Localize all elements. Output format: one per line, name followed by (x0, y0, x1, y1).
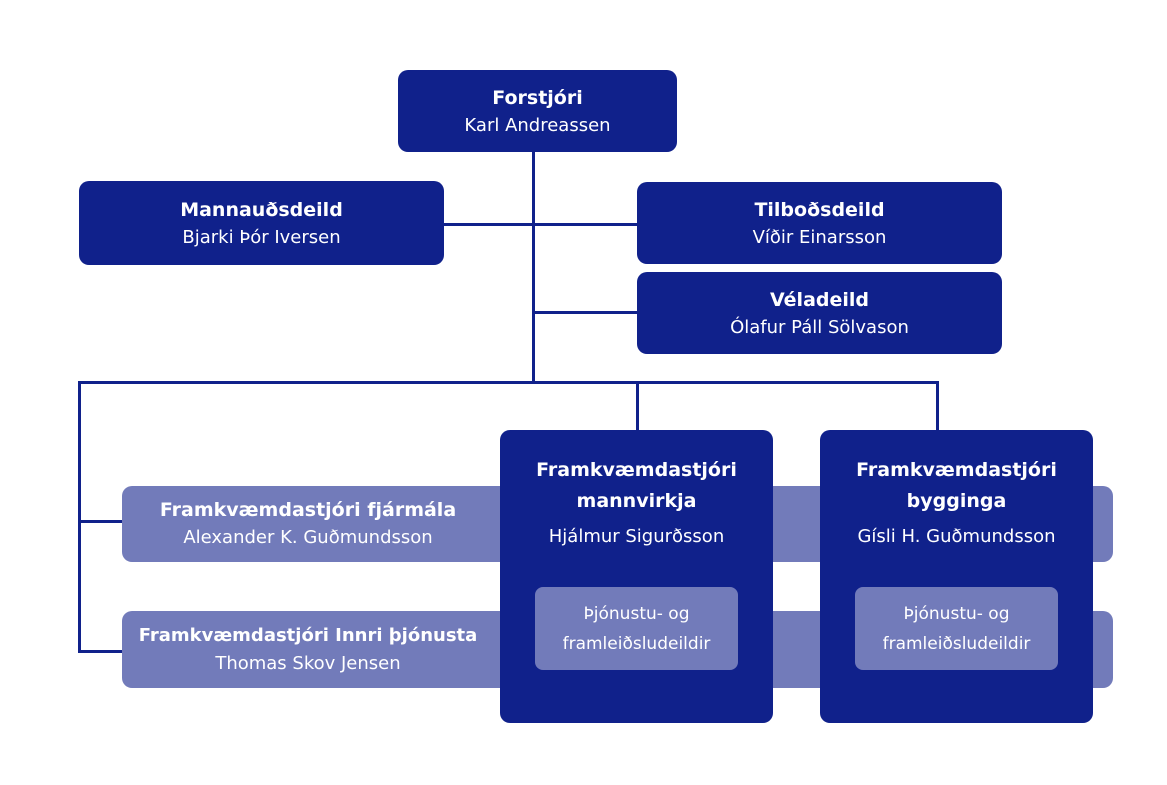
connector-finance (78, 520, 123, 523)
hr-box: Mannauðsdeild Bjarki Þór Iversen (79, 181, 444, 265)
finance-name: Alexander K. Guðmundsson (183, 527, 433, 548)
bids-name: Víðir Einarsson (752, 226, 887, 248)
buildings-title-1: Framkvæmdastjóri (856, 459, 1057, 481)
structures-unit-2: framleiðsludeildir (562, 633, 711, 654)
finance-text: Framkvæmdastjóri fjármála Alexander K. G… (122, 496, 494, 551)
machinery-name: Ólafur Páll Sölvason (730, 316, 909, 338)
internal-title: Framkvæmdastjóri Innri þjónusta (138, 625, 478, 646)
buildings-units-box: Þjónustu- og framleiðsludeildir (855, 587, 1058, 670)
structures-unit-1: Þjónustu- og (583, 603, 690, 624)
connector-buildings (936, 381, 939, 431)
ceo-box: Forstjóri Karl Andreassen (398, 70, 677, 152)
structures-title-2: mannvirkja (576, 490, 697, 512)
connector-internal (78, 650, 123, 653)
connector-hr (444, 223, 534, 226)
buildings-box: Framkvæmdastjóri bygginga Gísli H. Guðmu… (820, 430, 1093, 723)
machinery-title: Véladeild (770, 288, 869, 311)
bids-box: Tilboðsdeild Víðir Einarsson (637, 182, 1002, 264)
finance-title: Framkvæmdastjóri fjármála (159, 499, 457, 521)
internal-name: Thomas Skov Jensen (215, 653, 401, 674)
internal-text: Framkvæmdastjóri Innri þjónusta Thomas S… (122, 622, 494, 677)
buildings-title-2: bygginga (906, 490, 1007, 512)
buildings-name: Gísli H. Guðmundsson (857, 526, 1056, 547)
structures-title-1: Framkvæmdastjóri (536, 459, 737, 481)
hr-title: Mannauðsdeild (180, 198, 343, 221)
buildings-unit-1: Þjónustu- og (903, 603, 1010, 624)
structures-name: Hjálmur Sigurðsson (548, 526, 725, 547)
connector-structures (636, 381, 639, 431)
connector-ceo-vertical (532, 152, 535, 384)
ceo-title: Forstjóri (492, 86, 583, 109)
ceo-name: Karl Andreassen (464, 114, 611, 136)
connector-left-vertical (78, 381, 81, 653)
machinery-box: Véladeild Ólafur Páll Sölvason (637, 272, 1002, 354)
structures-box: Framkvæmdastjóri mannvirkja Hjálmur Sigu… (500, 430, 773, 723)
structures-units-box: Þjónustu- og framleiðsludeildir (535, 587, 738, 670)
connector-horizontal-main (78, 381, 939, 384)
connector-machinery (533, 311, 637, 314)
buildings-unit-2: framleiðsludeildir (882, 633, 1031, 654)
hr-name: Bjarki Þór Iversen (182, 226, 341, 248)
connector-bids (533, 223, 637, 226)
bids-title: Tilboðsdeild (754, 198, 885, 221)
